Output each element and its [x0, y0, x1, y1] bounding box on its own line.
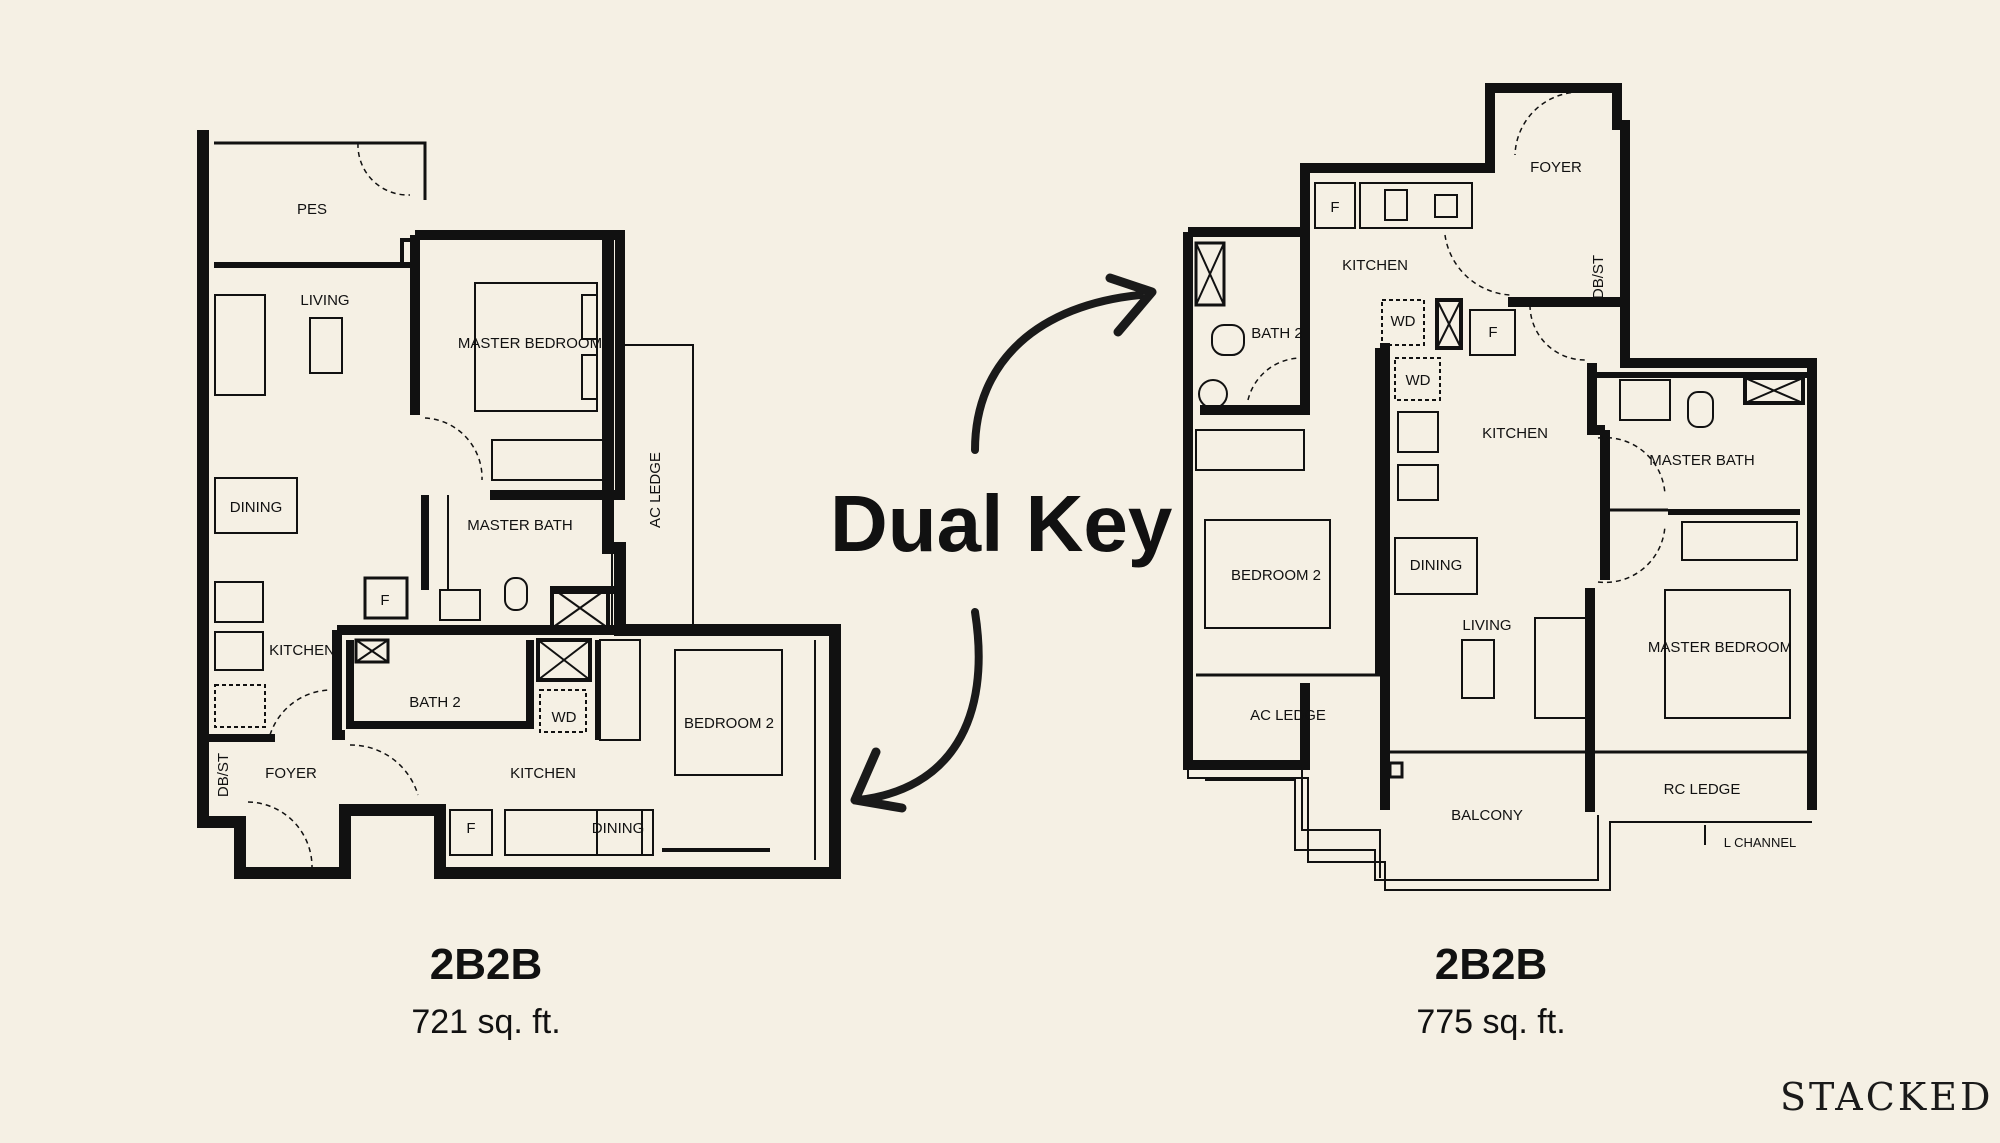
plan-right-area: 775 sq. ft.	[1416, 1003, 1566, 1041]
arrow-up-head	[1105, 273, 1157, 337]
plan-left-area: 721 sq. ft.	[411, 1003, 561, 1041]
room-label-wd: WD	[552, 709, 577, 726]
room-label-pes: PES	[297, 201, 327, 218]
room-label-wd-r1: WD	[1391, 313, 1416, 330]
arrow-down-curve	[854, 608, 983, 804]
plan-left-type: 2B2B	[429, 940, 543, 989]
arrow-up-curve	[971, 291, 1144, 454]
room-label-living: LIVING	[300, 292, 349, 309]
room-label-kitchen: KITCHEN	[269, 642, 335, 659]
arrow-down-head	[850, 747, 907, 813]
room-label-dining: DINING	[230, 499, 283, 516]
room-label-f-r2: F	[1488, 324, 1497, 341]
room-label-kitchen-r: KITCHEN	[1342, 257, 1408, 274]
room-label-master-bedroom-r: MASTER BEDROOM	[1648, 639, 1792, 656]
room-label-ac-ledge-r: AC LEDGE	[1250, 707, 1326, 724]
room-label-bedroom-2: BEDROOM 2	[684, 715, 774, 732]
room-label-bath-2: BATH 2	[409, 694, 460, 711]
room-label-foyer-r: FOYER	[1530, 159, 1582, 176]
room-label-f-lower: F	[466, 820, 475, 837]
brand-logo: STACKED	[1780, 1075, 1994, 1119]
room-label-bath-2-r: BATH 2	[1251, 325, 1302, 342]
room-label-f-r: F	[1330, 199, 1339, 216]
plan-right-type: 2B2B	[1434, 940, 1548, 989]
room-label-kitchen-lower: KITCHEN	[510, 765, 576, 782]
room-label-dining-lower: DINING	[592, 820, 645, 837]
room-label-master-bath-r: MASTER BATH	[1649, 452, 1755, 469]
room-label-balcony-r: BALCONY	[1451, 807, 1523, 824]
room-label-f: F	[380, 592, 389, 609]
room-label-ac-ledge: AC LEDGE	[647, 452, 664, 528]
room-label-db-st: DB/ST	[215, 753, 232, 797]
room-label-master-bath: MASTER BATH	[467, 517, 573, 534]
room-label-master-bedroom: MASTER BEDROOM	[458, 335, 602, 352]
room-label-kitchen-r2: KITCHEN	[1482, 425, 1548, 442]
dual-key-heading: Dual Key	[830, 479, 1173, 568]
room-label-db-st-r: DB/ST	[1590, 255, 1607, 299]
room-label-l-channel-r: L CHANNEL	[1724, 835, 1796, 850]
room-label-rc-ledge-r: RC LEDGE	[1664, 781, 1741, 798]
room-label-living-r: LIVING	[1462, 617, 1511, 634]
room-label-foyer: FOYER	[265, 765, 317, 782]
room-label-bedroom-2-r: BEDROOM 2	[1231, 567, 1321, 584]
room-label-wd-r2: WD	[1406, 372, 1431, 389]
room-label-dining-r: DINING	[1410, 557, 1463, 574]
